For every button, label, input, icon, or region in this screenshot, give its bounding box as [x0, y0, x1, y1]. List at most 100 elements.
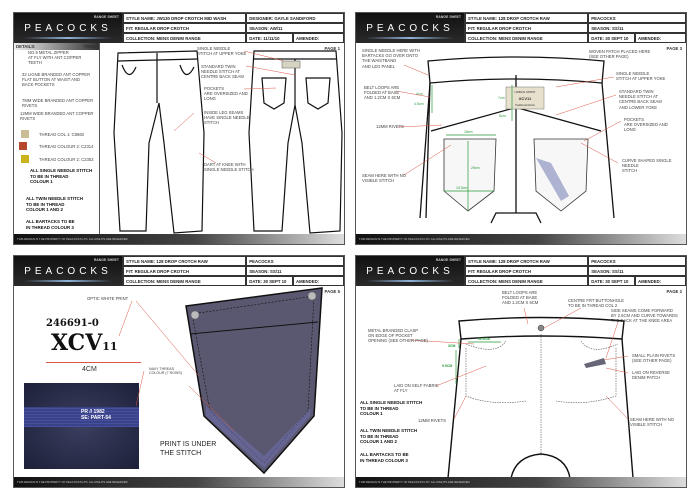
sheet-header: RANGE SHEET PEACOCKS STYLE NAME: JW130 D…: [14, 13, 344, 43]
header-table: STYLE NAME: 128 DROP CROTCH RAW PEACOCKS…: [464, 13, 686, 43]
measure-5cm: 5cm: [499, 114, 506, 118]
fit: FIT: REGULAR DROP CROTCH: [123, 266, 247, 276]
sheet-footer: THIS DESIGN IS THE PROPERTY OF PEACOCKS …: [14, 234, 344, 244]
measure-3cm: 3CM: [448, 344, 455, 348]
copyright-text: THIS DESIGN IS THE PROPERTY OF PEACOCKS …: [17, 480, 128, 484]
detail-button: 32 LIGNE BRANDED ANT COPPER FLAT BUTTON …: [22, 72, 91, 88]
brand-name: PEACOCKS: [366, 23, 454, 34]
season: SEASON: AW/11: [246, 23, 344, 33]
photo-print-text: PR // 1982 SE: PART-54: [81, 409, 111, 421]
jeans-front-back-drawing: [113, 50, 343, 234]
callout-curve-stitch: CURVE SHAPED SINGLE NEEDLE STITCH: [622, 158, 672, 174]
page-number: PAGE 3: [666, 46, 682, 51]
photo-stitch-band: [24, 407, 139, 427]
back-pocket-left: [443, 138, 497, 212]
amended: AMENDED:: [635, 33, 686, 43]
header-table: STYLE NAME: JW130 DROP CROTCH MID WASH D…: [122, 13, 344, 43]
date: DATE: 30 SEPT 10: [588, 276, 635, 286]
callout-belt-loops: BELT LOOPS ARE FOLDED AT BASE AND 1.2CM …: [364, 85, 401, 101]
range-sheet-label: RANGE SHEET: [93, 15, 119, 19]
thread-label-3: THREAD COLOUR 2: C2353: [39, 157, 94, 162]
detail-rivets-12mm: 12MM WIDE BRANDED ANT COPPER RIVETS: [20, 111, 94, 122]
note-single-needle: ALL SINGLE NEEDLE STITCH TO BE IN THREAD…: [360, 400, 423, 417]
page-number: PAGE 2: [666, 289, 682, 294]
copyright-text: THIS DESIGN IS THE PROPERTY OF PEACOCKS …: [359, 480, 470, 484]
patch-text-brand: URBAN SPIRIT: [514, 90, 535, 94]
callout-side-seams: SIDE SEAMS COME FORWARD BY 2.5CM AND CUR…: [611, 308, 678, 324]
thread-swatch-3: [21, 155, 29, 163]
details-column: DETAILS:TRIMS: [14, 43, 100, 234]
range-sheet-label: RANGE SHEET: [435, 15, 461, 19]
pocket-drawing: [118, 287, 323, 475]
note-bartacks: ALL BARTACKS TO BE IN THREAD COLOUR 3: [360, 452, 409, 463]
logo-swoosh: [366, 37, 454, 39]
details-header: DETAILS:TRIMS: [14, 43, 99, 50]
style-name: STYLE NAME: 128 DROP CROTCH RAW: [465, 256, 589, 266]
callout-knee-dart: DART AT KNEE WITH SINGLE NEEDLE STITCH: [204, 162, 254, 173]
date: DATE: 30 SEPT 10: [588, 33, 635, 43]
details-title: DETAILS:: [16, 44, 36, 49]
width-label: 4CM: [82, 366, 97, 373]
collection: COLLECTION: MENS DENIM RANGE: [123, 276, 247, 286]
fit: FIT: REGULAR DROP CROTCH: [465, 266, 589, 276]
callout-seam-no-stitch: SEAM HERE WITH NO VISIBLE STITCH: [362, 173, 406, 184]
note-twin-needle: ALL TWIN NEEDLE STITCH TO BE IN THREAD C…: [26, 196, 83, 213]
measure-18cm: 18cm: [464, 130, 473, 134]
print-colour-label: OPTIC WHITE PRINT: [87, 296, 129, 301]
spec-sheet-page-3: URBAN SPIRIT XCV11 Traditional Denim 4cm…: [355, 12, 687, 245]
measure-9-5cm: 9.5CM: [442, 364, 452, 368]
detail-rivets-7mm: 7MM WIDE BRANDED ANT COPPER RIVETS: [22, 98, 94, 109]
print-under-stitch-note: PRINT IS UNDER THE STITCH: [160, 441, 217, 457]
style-name: STYLE NAME: 128 DROP CROTCH RAW: [123, 256, 247, 266]
callout-metal-clasp: METAL BRANDED CLASP ON EDGE OF POCKET OP…: [368, 328, 428, 344]
print-code: 246691-0: [46, 318, 99, 329]
callout-pockets: POCKETS ARE OVERSIZED AND LONG: [204, 86, 248, 102]
sheet-footer: THIS DESIGN IS THE PROPERTY OF PEACOCKS …: [356, 234, 686, 244]
patch-text-sub: Traditional Denim: [515, 103, 536, 107]
rivet-icon: [190, 310, 200, 320]
width-arrow: [46, 362, 141, 363]
spec-sheet-page-1: DETAILS:TRIMS NO.5 METAL ZIPPER AT FLY W…: [13, 12, 345, 245]
measure-7cm: 7cm: [498, 96, 505, 100]
jeans-front-detail-drawing: 11.5CM 3CM 9.5CM: [410, 307, 634, 479]
copyright-text: THIS DESIGN IS THE PROPERTY OF PEACOCKS …: [17, 237, 128, 241]
style-name: STYLE NAME: 128 DROP CROTCH RAW: [465, 13, 589, 23]
logo-swoosh: [366, 280, 454, 282]
peacocks-logo: RANGE SHEET PEACOCKS: [14, 256, 122, 286]
callout-rivets: 12MM RIVETS: [418, 418, 446, 423]
fit: FIT: REGULAR DROP CROTCH: [123, 23, 247, 33]
range-sheet-label: RANGE SHEET: [435, 258, 461, 262]
measure-29cm: 29cm: [471, 166, 480, 170]
brand-name: PEACOCKS: [24, 23, 112, 34]
spec-sheet-page-2: 11.5CM 3CM 9.5CM BELT LOOPS ARE FOLDED A…: [355, 255, 687, 488]
thread-swatch-2: [19, 142, 27, 150]
callout-waistband-bartacks: SINGLE NEEDLE HERE WITH BARTACKS GO OVER…: [362, 48, 420, 69]
spec-sheet-page-5: OPTIC WHITE PRINT 246691-0 XCV11 4CM NAV…: [13, 255, 345, 488]
thread-label-2: THREAD COLOUR 2: C2314: [39, 144, 94, 149]
callout-woven-patch: WOVEN PATCH PLACED HERE (SEE OTHER PAGE): [589, 49, 651, 60]
measure-11-5cm: 11.5CM: [478, 337, 490, 341]
season: SEASON: SS/11: [588, 266, 686, 276]
patch-text-logo: XCV11: [519, 96, 532, 101]
callout-inside-leg: INSIDE LEG SEAMS HAVE SINGLE NEEDLE STIT…: [204, 110, 250, 126]
note-single-needle: ALL SINGLE NEEDLE STITCH TO BE IN THREAD…: [30, 168, 93, 185]
thread-label-1: THREAD COL 1: C8660: [39, 132, 84, 137]
season: SEASON: SS/11: [588, 23, 686, 33]
style-name: STYLE NAME: JW130 DROP CROTCH MID WASH: [123, 13, 247, 23]
date: DATE: 30 SEPT 10: [246, 276, 293, 286]
callout-twin-needle: STANDARD TWIN NEEDLE STITCH AT CENTRE BA…: [201, 64, 244, 80]
woven-patch: [505, 86, 545, 110]
sheet-header: RANGE SHEET PEACOCKS STYLE NAME: 128 DRO…: [14, 256, 344, 286]
jeans-back-detail-drawing: URBAN SPIRIT XCV11 Traditional Denim 4cm…: [395, 56, 622, 224]
back-pocket-right: [533, 138, 589, 212]
collection: COLLECTION: MENS DENIM RANGE: [123, 33, 247, 43]
note-bartacks: ALL BARTACKS TO BE IN THREAD COLOUR 3: [26, 219, 75, 230]
range-sheet-label: RANGE SHEET: [93, 258, 119, 262]
amended: AMENDED:: [293, 33, 344, 43]
note-twin-needle: ALL TWIN NEEDLE STITCH TO BE IN THREAD C…: [360, 428, 417, 445]
measure-4-5cm: 4.5cm: [414, 102, 424, 106]
peacocks-logo: RANGE SHEET PEACOCKS: [356, 256, 464, 286]
callout-twin-needle: STANDARD TWIN NEEDLE STITCH AT CENTRE BA…: [619, 89, 662, 110]
callout-upper-yoke: SINGLE NEEDLE STITCH AT UPPER YOKE: [197, 46, 247, 57]
copyright-text: THIS DESIGN IS THE PROPERTY OF PEACOCKS …: [359, 237, 470, 241]
